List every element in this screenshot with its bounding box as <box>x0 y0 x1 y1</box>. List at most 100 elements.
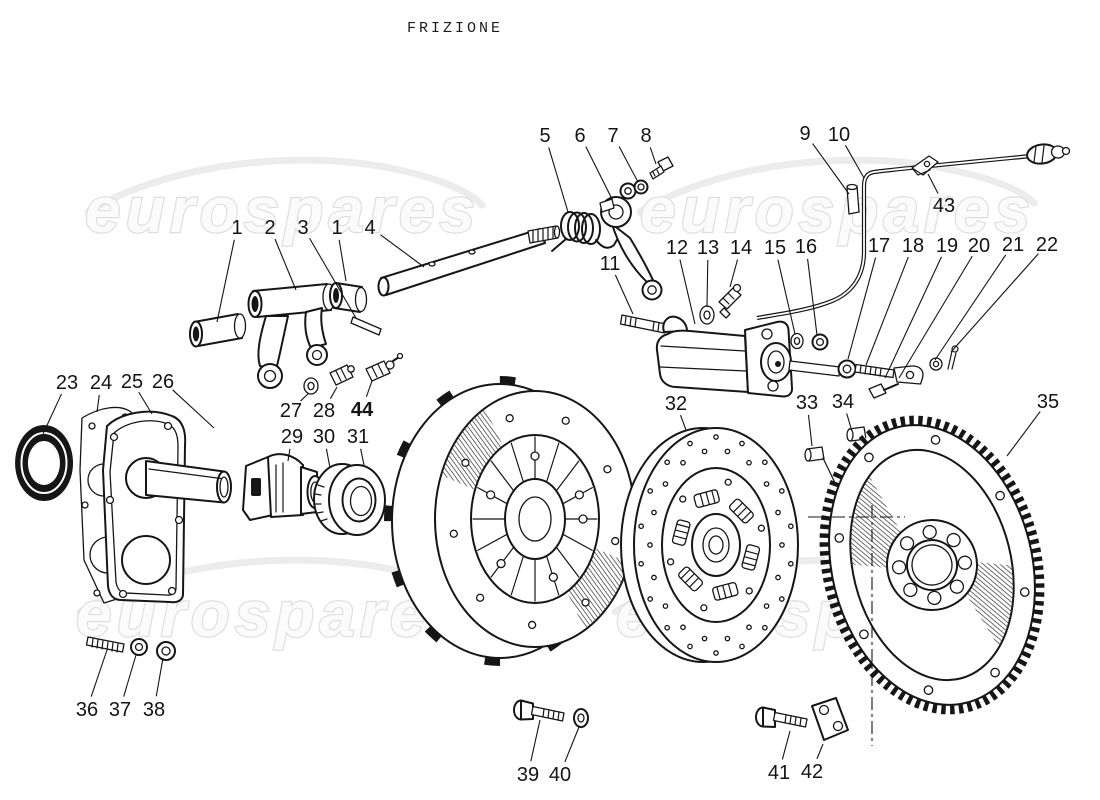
callout-number: 14 <box>730 237 752 259</box>
washer-37 <box>130 638 148 656</box>
callout-number: 37 <box>109 699 131 721</box>
watermark-text-1: eurospares <box>85 174 480 246</box>
callout-number: 27 <box>280 400 302 422</box>
callout-44-30: 44 <box>351 380 374 421</box>
callout-27-28: 27 <box>280 392 310 422</box>
bleed-screw-14 <box>718 283 742 319</box>
callout-number: 30 <box>313 426 335 448</box>
pushrod <box>788 360 841 377</box>
callout-number: 35 <box>1037 391 1059 413</box>
bolt-41 <box>755 706 808 728</box>
callout-34-36: 34 <box>832 391 854 429</box>
hydraulic-pipe <box>756 143 1071 321</box>
callout-41-43: 41 <box>768 730 791 784</box>
leader-line <box>950 253 1039 353</box>
callout-38-40: 38 <box>143 657 165 721</box>
callout-16-17: 16 <box>795 236 818 336</box>
leader-line <box>1006 411 1041 457</box>
leader-line <box>927 173 939 194</box>
leader-line <box>618 146 639 183</box>
callout-number: 17 <box>868 235 890 257</box>
callout-number: 29 <box>281 426 303 448</box>
callout-40-42: 40 <box>549 726 580 786</box>
seal-ring <box>15 425 74 501</box>
callout-number: 1 <box>231 217 242 239</box>
callout-8-8: 8 <box>640 125 657 165</box>
callout-number: 16 <box>795 236 817 258</box>
callout-number: 24 <box>90 372 112 394</box>
callout-20-21: 20 <box>898 235 990 379</box>
pipe-fitting <box>1026 143 1071 165</box>
leader-line <box>649 147 657 165</box>
callout-number: 23 <box>56 372 78 394</box>
callout-3-2: 3 <box>297 217 357 319</box>
callout-17-18: 17 <box>847 235 890 360</box>
callout-39-41: 39 <box>517 719 541 786</box>
callout-number: 38 <box>143 699 165 721</box>
callout-13-14: 13 <box>697 237 719 308</box>
callout-number: 2 <box>264 217 275 239</box>
callout-2-1: 2 <box>264 217 297 291</box>
callout-number: 42 <box>801 761 823 783</box>
callout-6-6: 6 <box>574 125 613 200</box>
clevis-pin <box>846 183 860 215</box>
torsion-spring <box>551 211 619 252</box>
leader-line <box>816 743 824 760</box>
callout-28-29: 28 <box>313 386 338 422</box>
callout-31-33: 31 <box>347 426 369 466</box>
bushing-left <box>189 313 247 348</box>
lock-washer-40 <box>573 708 589 728</box>
parts-layer <box>15 143 1071 746</box>
callout-number: 39 <box>517 764 539 786</box>
callout-32-34: 32 <box>665 393 687 431</box>
leader-line <box>846 413 852 429</box>
leader-line <box>884 256 943 379</box>
leader-line <box>155 657 164 697</box>
leader-line <box>90 649 108 697</box>
leader-line <box>706 259 709 308</box>
leader-line <box>679 414 687 431</box>
callout-22-23: 22 <box>950 234 1058 353</box>
watermark-text-2: eurospares <box>640 174 1035 246</box>
leader-line <box>365 380 373 397</box>
leader-line <box>530 719 541 762</box>
callout-24-25: 24 <box>90 372 112 413</box>
yoke-bolt <box>868 383 887 399</box>
fitting-28 <box>329 364 355 386</box>
callout-25-26: 25 <box>121 371 153 415</box>
grease-nipple-44 <box>365 352 404 382</box>
leader-line <box>777 259 796 335</box>
leader-line <box>338 239 347 282</box>
leader-line <box>123 654 137 697</box>
leader-line <box>274 238 297 291</box>
pivot-washer-27 <box>303 377 319 395</box>
leader-line <box>564 726 580 763</box>
callout-15-16: 15 <box>764 237 796 335</box>
release-bearing <box>313 463 386 536</box>
callout-23-24: 23 <box>42 372 78 435</box>
leader-line <box>309 237 357 319</box>
callout-number: 3 <box>297 217 308 239</box>
leader-line <box>898 255 973 379</box>
leader-line <box>585 146 613 200</box>
callout-number: 4 <box>364 217 375 239</box>
callout-number: 32 <box>665 393 687 415</box>
leader-line <box>679 259 696 325</box>
leader-line <box>844 145 865 179</box>
pressure-plate <box>384 376 636 666</box>
callout-37-39: 37 <box>109 654 137 721</box>
bolt-39 <box>513 699 565 722</box>
callout-number: 44 <box>351 399 374 421</box>
clutch-housing-cover <box>102 410 232 604</box>
callout-number: 9 <box>799 123 810 145</box>
callout-21-22: 21 <box>934 234 1024 361</box>
callout-number: 41 <box>768 762 790 784</box>
leader-line <box>138 391 153 415</box>
callout-1-0: 1 <box>216 217 243 323</box>
clutch-disc <box>620 427 799 663</box>
callout-number: 34 <box>832 391 854 413</box>
leader-line <box>172 389 215 429</box>
callout-43-11: 43 <box>927 173 955 217</box>
